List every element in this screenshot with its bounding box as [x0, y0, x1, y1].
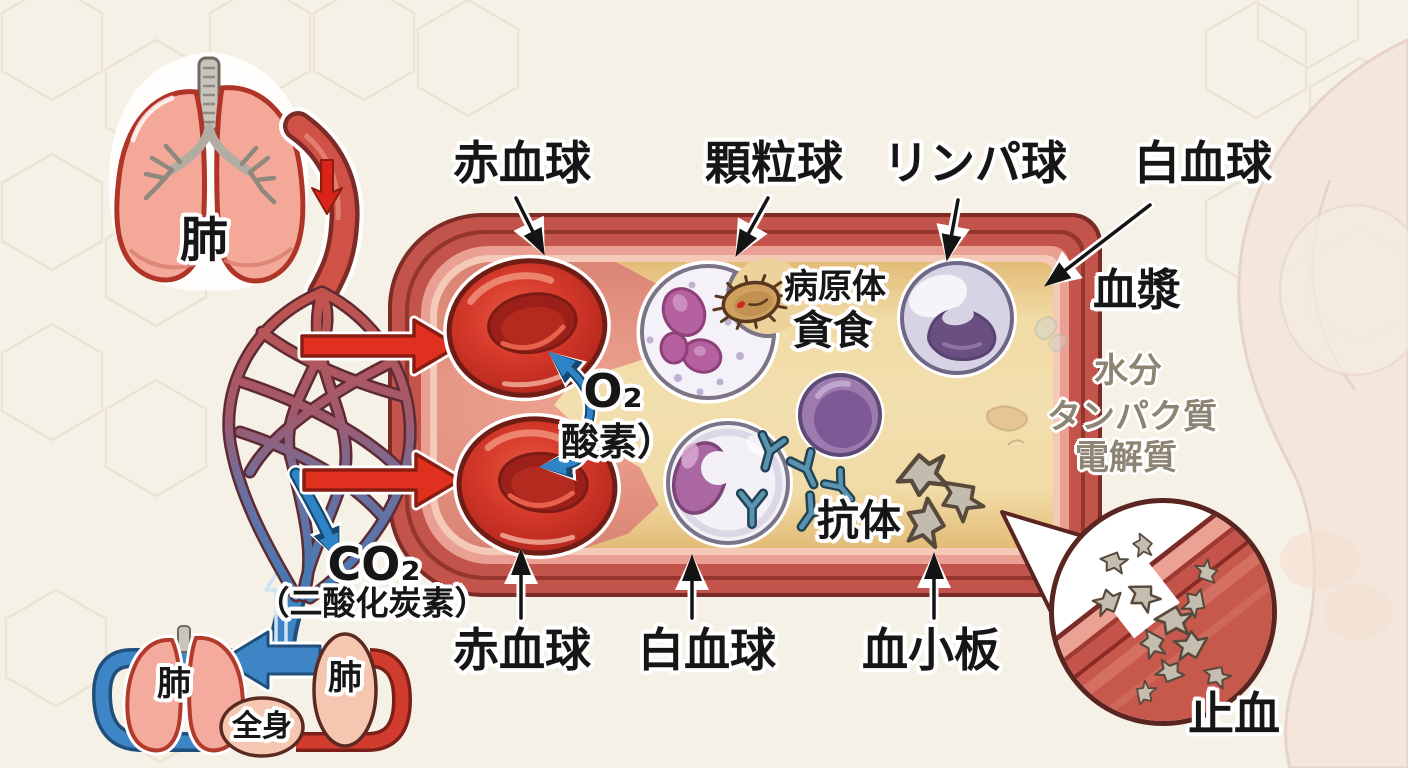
- label-loop-lung-organ: 肺: [157, 664, 191, 704]
- granulocyte-nucleus: [659, 287, 723, 374]
- label-granulocyte: 顆粒球: [705, 136, 843, 190]
- plasma-solutes: [986, 316, 1068, 446]
- to-lung-arrow: [217, 627, 325, 693]
- small-lymphocyte-cell: [795, 370, 885, 460]
- label-protein: タンパク質: [1047, 397, 1217, 437]
- callout-arrow-lymphocyte: [936, 195, 970, 262]
- granulocyte-cell: [636, 258, 806, 404]
- label-platelet: 血小板: [862, 623, 1000, 677]
- pulmonary-vessel: [279, 107, 364, 313]
- lymphocyte-cell: [897, 258, 1017, 378]
- loop-nodes: [219, 632, 378, 758]
- pathogen-eye: [736, 301, 746, 309]
- label-rbc-bottom: 赤血球: [453, 623, 591, 677]
- body-silhouette: [1237, 38, 1408, 768]
- label-co2-name: （二酸化炭素）: [256, 583, 488, 623]
- callout-arrow-rbc-top: [511, 193, 545, 256]
- callout-arrows: [504, 193, 1155, 623]
- downflow-arrow: [311, 159, 343, 215]
- callout-arrow-granulocyte: [735, 193, 773, 258]
- pathogen-microbe: [712, 274, 790, 330]
- antibody-wbc-cell: [663, 418, 793, 548]
- artery-arrow-1: [297, 315, 463, 377]
- label-o2-formula: O₂: [583, 364, 643, 418]
- o2-arrow-down: [539, 429, 593, 481]
- label-lung: 肺: [179, 212, 229, 268]
- label-electrolyte: 電解質: [1075, 438, 1177, 478]
- label-wbc-bottom: 白血球: [638, 623, 776, 677]
- label-plasma: 血漿: [1093, 265, 1181, 316]
- o2-arrow-up: [548, 351, 598, 440]
- label-o2-name: 酸素）: [560, 420, 676, 464]
- label-co2-formula: CO₂: [327, 537, 421, 591]
- label-rbc-top: 赤血球: [453, 136, 591, 190]
- label-phagocytosis: 貪食: [793, 308, 873, 354]
- label-antibody: 抗体: [816, 496, 902, 545]
- label-pathogen: 病原体: [784, 267, 886, 307]
- label-water: 水分: [1094, 351, 1162, 391]
- lungs-illustration: [108, 52, 309, 291]
- label-wbc-top: 白血球: [1134, 136, 1272, 190]
- label-lymphocyte: リンパ球: [883, 136, 1067, 190]
- circulation-loop: [91, 648, 413, 752]
- artery-arrow-2: [299, 449, 465, 511]
- bronchus-right: [204, 123, 255, 177]
- label-hemostasis: 止血: [1188, 687, 1280, 741]
- callout-arrow-wbc-top: [1043, 200, 1155, 287]
- label-loop-body: 全身: [232, 709, 292, 744]
- label-loop-lung-node: 肺: [328, 658, 362, 698]
- platelets: [894, 451, 989, 548]
